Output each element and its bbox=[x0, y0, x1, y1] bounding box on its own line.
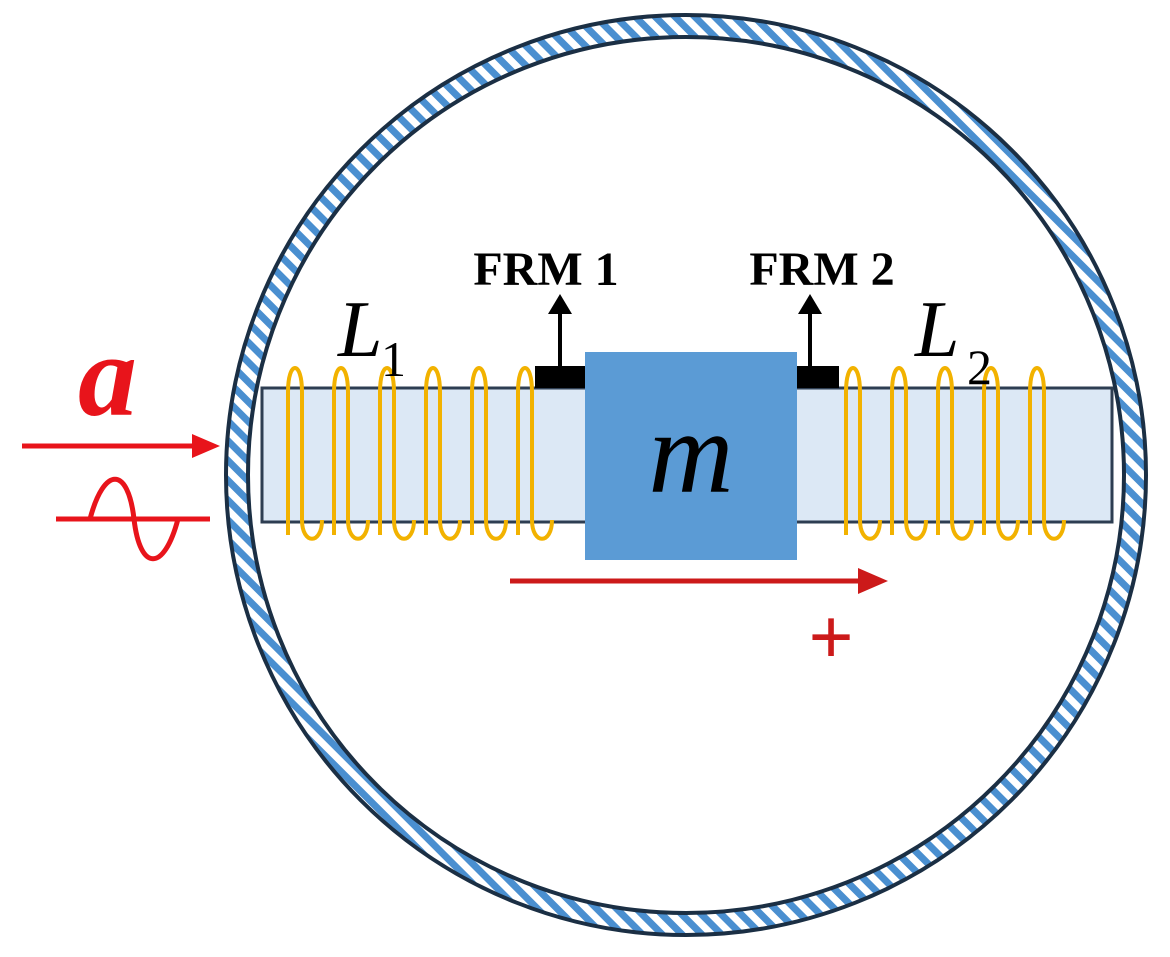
coil-turn bbox=[1028, 366, 1066, 541]
coil-turn bbox=[286, 366, 324, 541]
coil-turn bbox=[844, 366, 882, 541]
coil-turn bbox=[982, 366, 1020, 541]
inductor-l1-symbol: L bbox=[337, 286, 383, 374]
coil-turn bbox=[332, 366, 370, 541]
sensor-frm2 bbox=[797, 294, 839, 388]
positive-direction-label: + bbox=[808, 594, 854, 682]
coil-turn bbox=[936, 366, 974, 541]
coil-l1 bbox=[286, 366, 554, 541]
positive-direction-arrow bbox=[510, 568, 888, 594]
coil-turn bbox=[516, 366, 554, 541]
coil-l2 bbox=[844, 366, 1066, 541]
inductor-l1-subscript: 1 bbox=[381, 331, 406, 387]
sensor-frm1 bbox=[535, 294, 585, 388]
inductor-l2-symbol: L bbox=[914, 286, 960, 374]
sensor-frm2-label: FRM 2 bbox=[749, 243, 894, 296]
mass-label: m bbox=[648, 387, 733, 518]
sine-wave-icon bbox=[56, 476, 210, 562]
coil-turn bbox=[470, 366, 508, 541]
coil-turn bbox=[378, 366, 416, 541]
acceleration-arrow bbox=[22, 434, 220, 458]
inductor-l2-label: L bbox=[914, 286, 960, 374]
sensor-frm1-label: FRM 1 bbox=[473, 243, 618, 296]
coil-turn bbox=[424, 366, 462, 541]
proof-mass bbox=[585, 352, 797, 560]
inductor-l2-subscript: 2 bbox=[967, 339, 992, 395]
acceleration-label: a bbox=[78, 310, 137, 441]
coil-turn bbox=[890, 366, 928, 541]
inductor-l1-label: L bbox=[337, 286, 383, 374]
